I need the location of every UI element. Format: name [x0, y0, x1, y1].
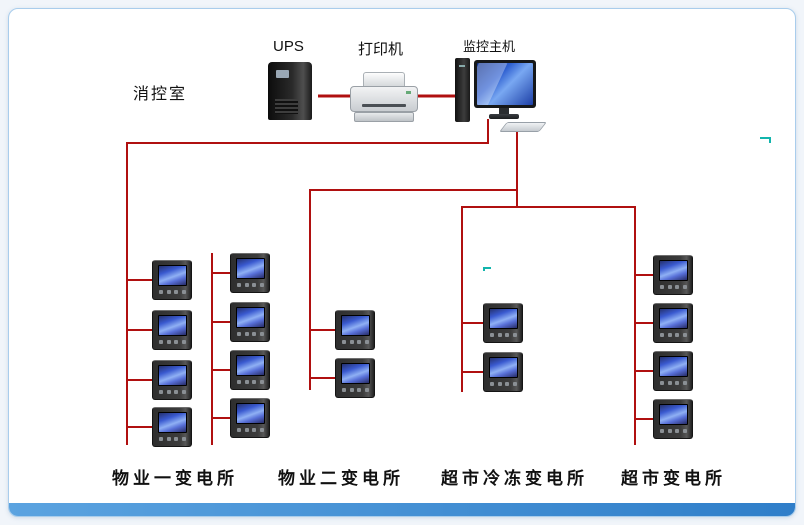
printer-output-slot [362, 104, 406, 107]
group-1-label: 物业一变电所 [112, 469, 238, 488]
stray-mark-icon [760, 137, 771, 143]
host-label: 监控主机 [463, 39, 516, 54]
monitor-icon [474, 60, 536, 108]
stray-mark-icon [483, 267, 491, 271]
group-4-label: 超市变电所 [621, 469, 726, 488]
ups-label: UPS [273, 38, 304, 55]
pc-tower-icon [455, 58, 470, 122]
printer-paper-tray-top [363, 72, 405, 88]
ups-device-icon [268, 62, 312, 120]
printer-body [350, 86, 418, 112]
ups-display [276, 70, 289, 78]
monitoring-host-icon [455, 56, 547, 136]
bottom-accent-bar [9, 503, 795, 516]
monitor-screen [477, 63, 533, 105]
monitor-stand-neck [499, 108, 509, 114]
group-2-label: 物业二变电所 [278, 469, 404, 488]
keyboard-icon [499, 122, 547, 132]
printer-icon [350, 72, 418, 124]
group-3-label: 超市冷冻变电所 [441, 469, 588, 488]
printer-label: 打印机 [358, 41, 404, 58]
ups-vent [275, 99, 298, 114]
printer-power-led [406, 91, 411, 94]
printer-paper-tray-bottom [354, 112, 414, 122]
room-label: 消控室 [133, 86, 188, 103]
monitor-stand-base [489, 114, 519, 119]
